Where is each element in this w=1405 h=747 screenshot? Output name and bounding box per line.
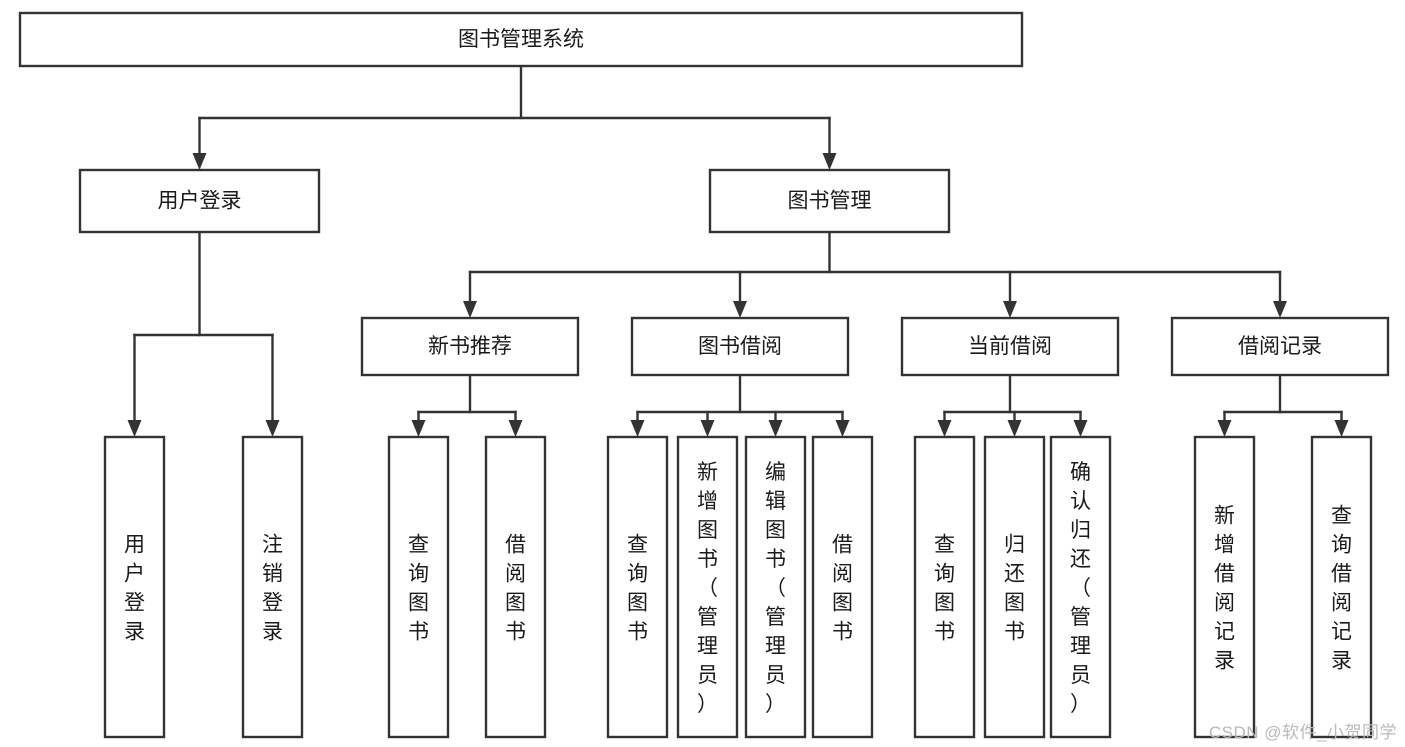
node-label: 借阅图书	[832, 534, 853, 644]
arrow-head-icon	[937, 420, 952, 437]
arrow-head-icon	[1003, 301, 1017, 318]
node-l2-book-manage[interactable]: 图书管理	[708, 168, 951, 234]
node-l4-nb-borrow[interactable]: 借阅图书	[484, 435, 547, 739]
connectors-layer	[127, 64, 1349, 437]
node-label: 新书推荐	[428, 335, 512, 358]
node-l2-user-login[interactable]: 用户登录	[78, 168, 321, 234]
node-label: 新增图书（管理员）	[697, 461, 718, 716]
arrow-head-icon	[700, 420, 715, 437]
arrow-head-icon	[265, 420, 280, 437]
node-box	[484, 435, 547, 739]
node-label: 用户登录	[158, 190, 242, 213]
node-box	[1193, 435, 1256, 739]
node-label: 用户登录	[124, 534, 145, 644]
arrow-head-icon	[127, 420, 142, 437]
arrow-head-icon	[411, 420, 426, 437]
node-label: 新增借阅记录	[1214, 505, 1235, 673]
arrow-head-icon	[1334, 420, 1349, 437]
node-l4-cur-query[interactable]: 查询图书	[913, 435, 976, 739]
node-l4-logout[interactable]: 注销登录	[241, 435, 304, 739]
arrow-head-icon	[822, 153, 837, 170]
arrow-head-icon	[1073, 420, 1088, 437]
node-label: 查询图书	[408, 534, 429, 644]
node-root[interactable]: 图书管理系统	[18, 11, 1024, 68]
node-box	[811, 435, 874, 739]
node-box	[606, 435, 669, 739]
node-l4-cur-return[interactable]: 归还图书	[983, 435, 1046, 739]
node-label: 确认归还（管理员）	[1070, 461, 1091, 716]
arrow-head-icon	[192, 153, 207, 170]
node-l4-rec-query[interactable]: 查询借阅记录	[1310, 435, 1373, 739]
nodes-layer: 图书管理系统用户登录图书管理新书推荐图书借阅当前借阅借阅记录用户登录注销登录查询…	[18, 11, 1390, 739]
node-l3-record[interactable]: 借阅记录	[1170, 316, 1390, 377]
node-box	[983, 435, 1046, 739]
node-label: 图书管理系统	[458, 28, 584, 51]
node-l4-bb-edit[interactable]: 编辑图书（管理员）	[744, 435, 807, 739]
arrow-head-icon	[630, 420, 645, 437]
arrow-head-icon	[768, 420, 783, 437]
node-l4-nb-query[interactable]: 查询图书	[387, 435, 450, 739]
node-l4-bb-query[interactable]: 查询图书	[606, 435, 669, 739]
node-box	[630, 316, 850, 377]
node-l4-rec-add[interactable]: 新增借阅记录	[1193, 435, 1256, 739]
node-l3-current[interactable]: 当前借阅	[900, 316, 1120, 377]
node-l4-cur-confirm[interactable]: 确认归还（管理员）	[1049, 435, 1112, 739]
node-label: 归还图书	[1004, 534, 1025, 644]
node-box	[708, 168, 951, 234]
node-label: 注销登录	[262, 534, 283, 644]
node-l4-bb-borrow[interactable]: 借阅图书	[811, 435, 874, 739]
node-box	[1310, 435, 1373, 739]
arrow-head-icon	[463, 301, 477, 318]
node-box	[913, 435, 976, 739]
node-box	[18, 11, 1024, 68]
arrow-head-icon	[733, 301, 747, 318]
node-label: 图书借阅	[698, 335, 782, 358]
node-l4-user-login[interactable]: 用户登录	[103, 435, 166, 739]
arrow-head-icon	[508, 420, 523, 437]
node-box	[1170, 316, 1390, 377]
node-label: 借阅图书	[505, 534, 526, 644]
node-label: 借阅记录	[1238, 335, 1322, 358]
node-label: 查询图书	[627, 534, 648, 644]
node-box	[900, 316, 1120, 377]
arrow-head-icon	[835, 420, 850, 437]
arrow-head-icon	[1007, 420, 1022, 437]
node-box	[241, 435, 304, 739]
node-label: 查询图书	[934, 534, 955, 644]
node-l3-borrow[interactable]: 图书借阅	[630, 316, 850, 377]
node-label: 当前借阅	[968, 335, 1052, 358]
node-box	[78, 168, 321, 234]
node-label: 编辑图书（管理员）	[765, 461, 786, 716]
node-box	[676, 435, 739, 739]
arrow-head-icon	[1217, 420, 1232, 437]
node-box	[744, 435, 807, 739]
node-label: 图书管理	[788, 190, 872, 213]
arrow-head-icon	[1273, 301, 1287, 318]
node-box	[103, 435, 166, 739]
node-l4-bb-add[interactable]: 新增图书（管理员）	[676, 435, 739, 739]
node-box	[360, 316, 580, 377]
node-l3-new-book[interactable]: 新书推荐	[360, 316, 580, 377]
node-box	[387, 435, 450, 739]
node-label: 查询借阅记录	[1331, 505, 1352, 673]
node-box	[1049, 435, 1112, 739]
